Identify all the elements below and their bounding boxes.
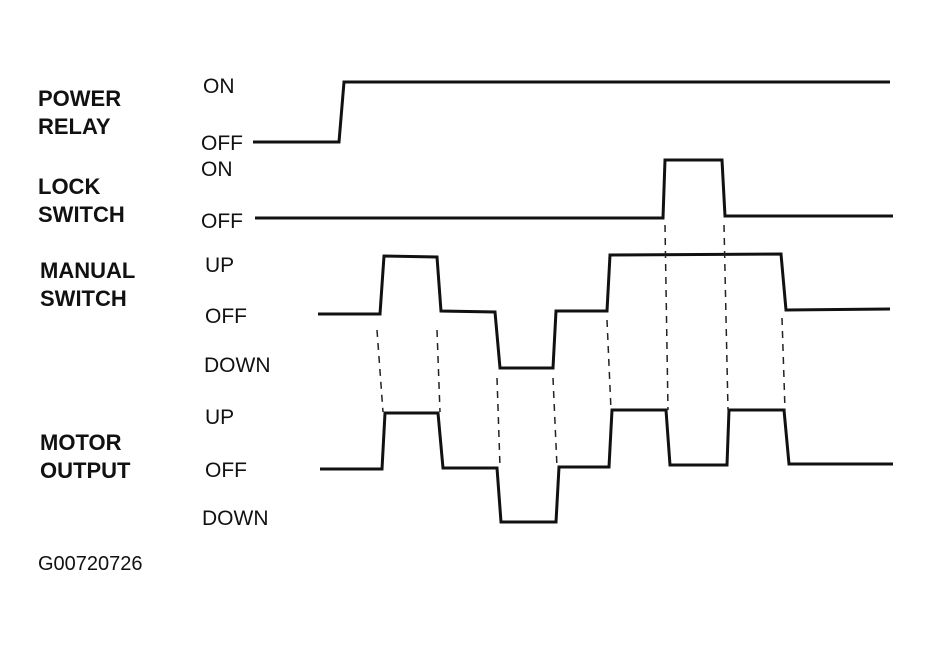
figure-code: G00720726 — [38, 553, 143, 575]
guide-line — [781, 317, 786, 411]
lock-switch-name-line-1: LOCK — [38, 174, 100, 199]
manual-switch-state-down: DOWN — [204, 354, 271, 377]
guide-line — [496, 377, 501, 468]
guide-line — [436, 329, 441, 413]
manual-switch-row: MANUAL SWITCH UP OFF DOWN — [40, 252, 891, 377]
guide-line — [376, 329, 384, 413]
manual-switch-waveform — [318, 252, 891, 370]
lock-switch-state-off: OFF — [201, 210, 243, 233]
motor-output-state-down: DOWN — [202, 507, 269, 530]
guide-line — [606, 319, 612, 411]
power-relay-state-on: ON — [203, 75, 235, 98]
motor-output-name-line-2: OUTPUT — [40, 458, 131, 483]
alignment-guides — [376, 224, 786, 468]
lock-switch-state-on: ON — [201, 158, 233, 181]
motor-output-row: MOTOR OUTPUT UP OFF DOWN — [40, 406, 893, 530]
power-relay-waveform — [253, 80, 890, 144]
guide-line — [552, 377, 558, 468]
power-relay-state-off: OFF — [201, 132, 243, 155]
guide-line — [723, 224, 729, 411]
lock-switch-waveform — [255, 158, 893, 220]
manual-switch-state-up: UP — [205, 254, 234, 277]
power-relay-name-line-2: RELAY — [38, 114, 111, 139]
lock-switch-row: LOCK SWITCH ON OFF — [38, 158, 893, 233]
motor-output-state-up: UP — [205, 406, 234, 429]
motor-output-name-line-1: MOTOR — [40, 430, 122, 455]
manual-switch-state-off: OFF — [205, 305, 247, 328]
power-relay-row: POWER RELAY ON OFF — [38, 75, 890, 155]
motor-output-waveform — [320, 408, 893, 524]
motor-output-state-off: OFF — [205, 459, 247, 482]
manual-switch-name-line-2: SWITCH — [40, 286, 127, 311]
guide-line — [664, 224, 669, 411]
lock-switch-name-line-2: SWITCH — [38, 202, 125, 227]
power-relay-name-line-1: POWER — [38, 86, 121, 111]
manual-switch-name-line-1: MANUAL — [40, 258, 135, 283]
